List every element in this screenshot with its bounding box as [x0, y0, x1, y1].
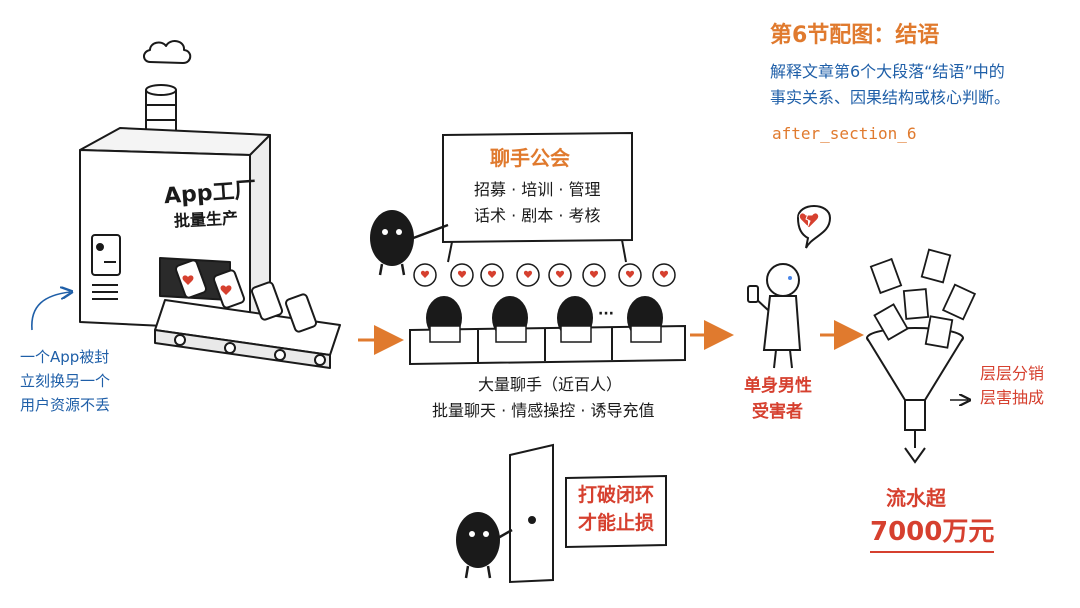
section-tag: after_section_6 — [772, 124, 917, 143]
victim-figure — [747, 205, 832, 369]
factory-note-line1: 一个App被封 — [20, 348, 110, 366]
chat-worker — [426, 296, 663, 343]
guild-line1: 招募 · 培训 · 管理 — [474, 180, 601, 199]
presenter-character — [370, 210, 449, 276]
door-label-line1: 打破闭环 — [578, 484, 655, 506]
funnel-result-line2: 7000万元 — [870, 516, 995, 553]
door-icon — [509, 443, 554, 584]
factory-note-line2: 立刻换另一个 — [20, 372, 111, 390]
section-title: 第6节配图：结语 — [770, 23, 940, 48]
heart-bubble — [413, 263, 676, 287]
door-label-box — [565, 474, 667, 549]
heart-icon — [420, 270, 669, 278]
guild-board — [442, 131, 633, 263]
broken-heart-icon — [798, 212, 820, 229]
door-label-line2: 才能止损 — [578, 512, 655, 534]
guild-line2: 话术 · 剧本 · 考核 — [474, 206, 601, 225]
guild-caption-line2: 批量聊天 · 情感操控 · 诱导充值 — [432, 401, 655, 420]
victim-label-line2: 受害者 — [752, 402, 803, 422]
money-note — [869, 248, 977, 349]
phone-icon — [174, 259, 318, 333]
funnel-side-line2: 层害抽成 — [980, 388, 1045, 407]
factory-note-line3: 用户资源不丢 — [20, 396, 111, 414]
victim-label-line1: 单身男性 — [744, 376, 812, 396]
funnel-side-line1: 层层分销 — [980, 364, 1045, 383]
cloud-icon — [143, 40, 192, 64]
guild-caption-line1: 大量聊手（近百人） — [478, 375, 623, 394]
factory-subtitle: 批量生产 — [173, 208, 239, 231]
section-subtitle-line2: 事实关系、因果结构或核心判断。 — [770, 88, 1011, 107]
arrow-icon — [358, 320, 864, 355]
funnel-result-line1: 流水超 — [886, 486, 946, 510]
funnel-icon — [866, 327, 964, 464]
guild-ellipsis: ··· — [598, 306, 614, 322]
door-character — [456, 512, 513, 579]
heart-icon — [182, 275, 232, 295]
guild-title: 聊手公会 — [490, 146, 570, 170]
section-subtitle-line1: 解释文章第6个大段落“结语”中的 — [770, 62, 1005, 81]
workers-desk — [409, 324, 686, 366]
